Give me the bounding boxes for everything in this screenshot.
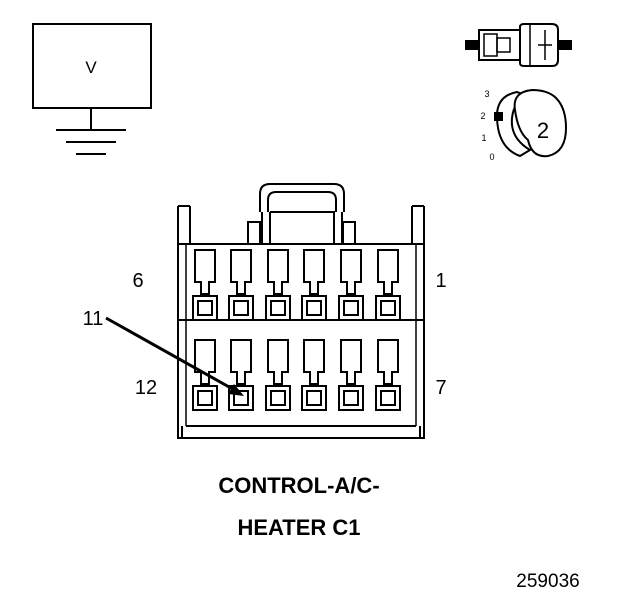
pin-cavities bbox=[192, 249, 401, 411]
switch-position-1: 1 bbox=[481, 133, 486, 143]
pin-cavity-4 bbox=[265, 249, 291, 321]
pin-cavity-8 bbox=[338, 339, 364, 411]
callout-arrow bbox=[105, 316, 239, 394]
pin-cavity-2 bbox=[338, 249, 364, 321]
pin-cavity-5 bbox=[228, 249, 254, 321]
connector-housing bbox=[177, 206, 425, 439]
pin-cavity-11 bbox=[228, 339, 254, 411]
pin-cavity-6 bbox=[192, 249, 218, 321]
pin-label-1: 1 bbox=[435, 270, 446, 292]
pin-cavity-12 bbox=[192, 339, 218, 411]
connector-title-line2: HEATER C1 bbox=[237, 515, 360, 540]
voltmeter-label: V bbox=[85, 58, 97, 77]
connector-mating-icon bbox=[465, 23, 572, 67]
position-switch-icon: 3 2 1 0 2 bbox=[480, 88, 568, 162]
pin-cavity-9 bbox=[301, 339, 327, 411]
ground-icon bbox=[56, 129, 126, 155]
pin-label-12: 12 bbox=[135, 377, 157, 399]
connector-title-line1: CONTROL-A/C- bbox=[218, 473, 379, 498]
switch-position-2: 2 bbox=[480, 111, 485, 121]
switch-position-3: 3 bbox=[484, 89, 489, 99]
pin-cavity-7 bbox=[375, 339, 401, 411]
switch-position-0: 0 bbox=[489, 152, 494, 162]
pin-cavity-1 bbox=[375, 249, 401, 321]
switch-selected-position: 2 bbox=[537, 118, 549, 143]
pin-cavity-10 bbox=[265, 339, 291, 411]
callout-arrowhead-icon bbox=[228, 384, 244, 396]
figure-id: 259036 bbox=[516, 571, 579, 592]
callout-pin-label: 11 bbox=[83, 308, 104, 330]
connector-latch bbox=[259, 183, 345, 212]
pin-label-6: 6 bbox=[132, 270, 143, 292]
voltmeter-symbol: V bbox=[32, 23, 152, 155]
pin-cavity-3 bbox=[301, 249, 327, 321]
connector-c1: 6 1 12 7 11 bbox=[83, 183, 447, 439]
pin-label-7: 7 bbox=[435, 377, 446, 399]
